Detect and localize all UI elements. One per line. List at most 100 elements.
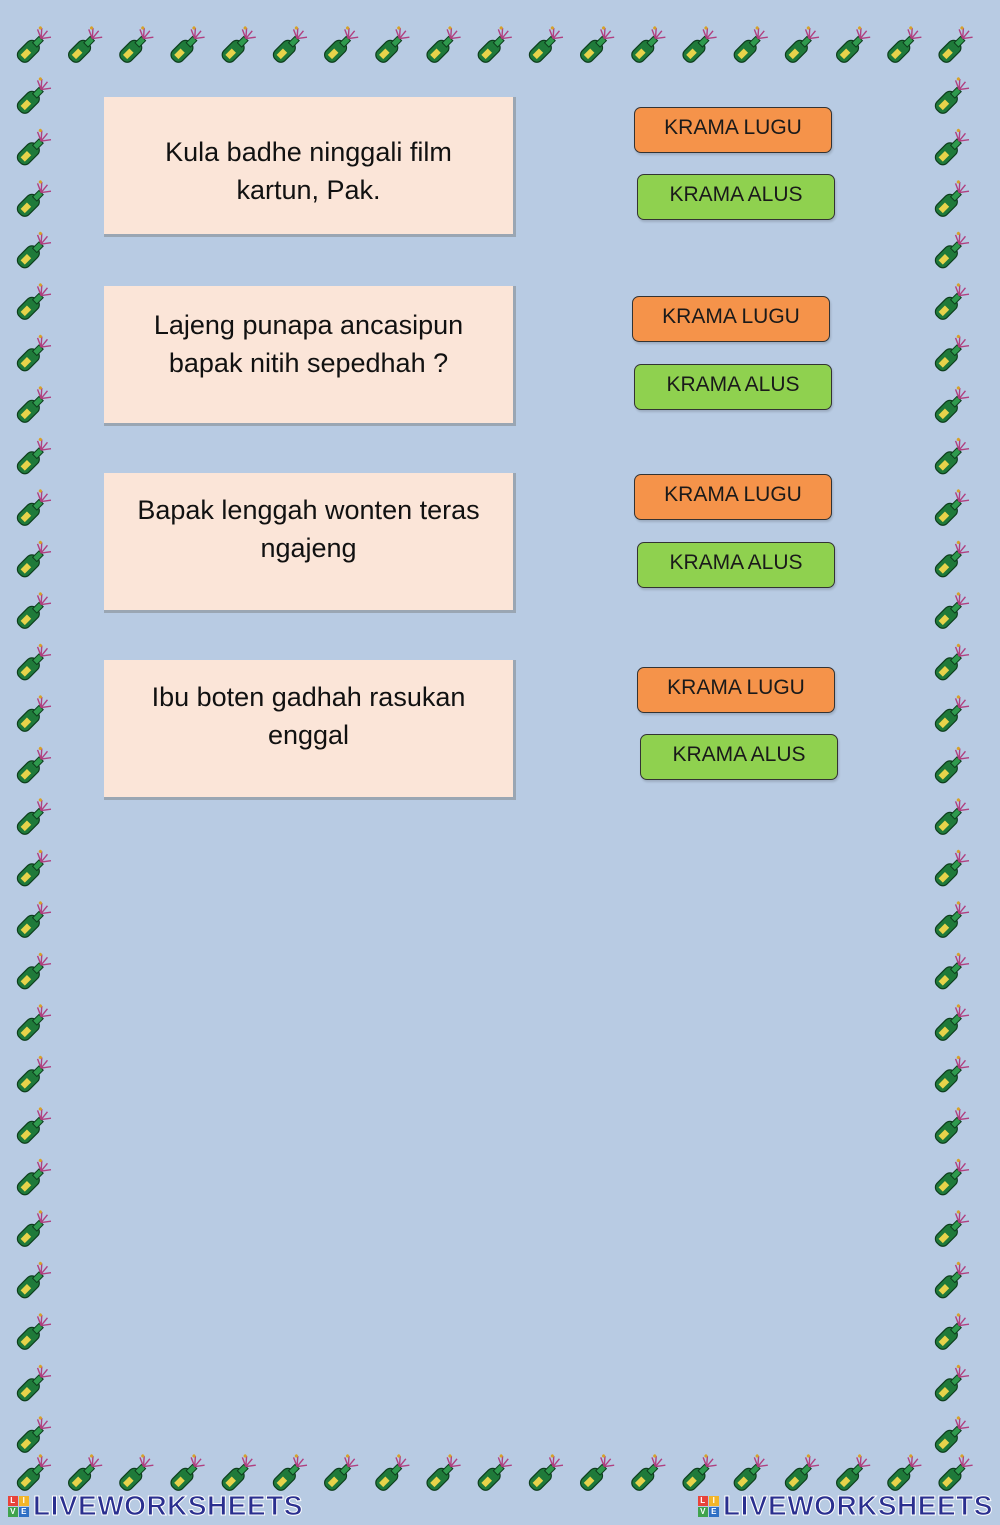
champagne-bottle-icon bbox=[930, 744, 972, 786]
champagne-bottle-icon bbox=[12, 693, 54, 735]
champagne-bottle-icon bbox=[930, 384, 972, 426]
champagne-bottle-icon bbox=[933, 1452, 976, 1494]
champagne-bottle-icon bbox=[12, 1259, 54, 1301]
champagne-bottle-icon bbox=[930, 641, 972, 683]
champagne-bottle-icon bbox=[930, 1105, 972, 1147]
champagne-bottle-icon bbox=[12, 1208, 54, 1250]
champagne-bottle-icon bbox=[12, 126, 54, 168]
champagne-bottle-icon bbox=[930, 1002, 972, 1044]
champagne-bottle-icon bbox=[524, 24, 566, 66]
krama-alus-button[interactable]: KRAMA ALUS bbox=[640, 734, 838, 780]
champagne-bottle-icon bbox=[268, 24, 310, 66]
champagne-bottle-icon bbox=[882, 24, 925, 66]
liveworksheets-logo: L I V E LIVEWORKSHEETS bbox=[698, 1490, 993, 1522]
champagne-bottle-icon bbox=[930, 1414, 972, 1456]
champagne-bottle-icon bbox=[930, 126, 972, 168]
champagne-bottle-icon bbox=[930, 1362, 972, 1404]
champagne-bottle-icon bbox=[831, 24, 874, 66]
champagne-bottle-icon bbox=[626, 24, 669, 66]
champagne-bottle-icon bbox=[370, 1452, 413, 1494]
krama-alus-button[interactable]: KRAMA ALUS bbox=[637, 542, 835, 588]
champagne-bottle-icon bbox=[12, 281, 54, 323]
champagne-bottle-icon bbox=[473, 1452, 515, 1494]
champagne-bottle-icon bbox=[12, 75, 54, 117]
champagne-bottle-icon bbox=[626, 1452, 669, 1494]
champagne-bottle-icon bbox=[930, 796, 972, 838]
champagne-bottle-icon bbox=[12, 950, 54, 992]
logo-letter: I bbox=[19, 1495, 29, 1506]
champagne-bottle-icon bbox=[165, 1452, 208, 1494]
champagne-bottle-icon bbox=[930, 538, 972, 580]
question-card-3: Bapak lenggah wonten teras ngajeng bbox=[104, 473, 516, 613]
champagne-bottle-icon bbox=[930, 1156, 972, 1198]
champagne-bottle-icon bbox=[421, 1452, 464, 1494]
liveworksheets-logo-icon: L I V E bbox=[698, 1495, 719, 1517]
champagne-bottle-icon bbox=[319, 24, 362, 66]
champagne-bottle-icon bbox=[12, 1156, 54, 1198]
champagne-bottle-icon bbox=[12, 744, 54, 786]
champagne-bottle-icon bbox=[12, 1414, 54, 1456]
krama-lugu-button[interactable]: KRAMA LUGU bbox=[632, 296, 830, 342]
krama-lugu-button[interactable]: KRAMA LUGU bbox=[637, 667, 835, 713]
champagne-bottle-icon bbox=[12, 384, 54, 426]
logo-letter: E bbox=[19, 1506, 29, 1517]
champagne-bottle-icon bbox=[930, 693, 972, 735]
champagne-bottle-icon bbox=[319, 1452, 362, 1494]
question-card-1: Kula badhe ninggali film kartun, Pak. bbox=[104, 97, 516, 237]
question-card-2: Lajeng punapa ancasipun bapak nitih sepe… bbox=[104, 286, 516, 426]
champagne-bottle-icon bbox=[12, 1053, 54, 1095]
champagne-bottle-icon bbox=[831, 1452, 874, 1494]
champagne-bottle-icon bbox=[780, 24, 822, 66]
liveworksheets-logo-icon: L I V E bbox=[8, 1495, 29, 1517]
champagne-bottle-icon bbox=[930, 1208, 972, 1250]
champagne-bottle-icon bbox=[930, 178, 972, 220]
champagne-bottle-icon bbox=[63, 24, 106, 66]
logo-letter: E bbox=[709, 1506, 719, 1517]
logo-letter: V bbox=[698, 1506, 708, 1517]
champagne-bottle-icon bbox=[575, 1452, 618, 1494]
champagne-bottle-icon bbox=[930, 75, 972, 117]
champagne-bottle-icon bbox=[12, 229, 54, 271]
champagne-bottle-icon bbox=[930, 1053, 972, 1095]
krama-alus-button[interactable]: KRAMA ALUS bbox=[634, 364, 832, 410]
champagne-bottle-icon bbox=[12, 590, 54, 632]
champagne-bottle-icon bbox=[421, 24, 464, 66]
champagne-bottle-icon bbox=[882, 1452, 925, 1494]
question-text: Lajeng punapa ancasipun bapak nitih sepe… bbox=[153, 310, 464, 378]
champagne-bottle-icon bbox=[729, 1452, 771, 1494]
krama-lugu-button[interactable]: KRAMA LUGU bbox=[634, 474, 832, 520]
question-text: Kula badhe ninggali film kartun, Pak. bbox=[165, 137, 452, 205]
logo-letter: I bbox=[709, 1495, 719, 1506]
champagne-bottle-icon bbox=[930, 590, 972, 632]
champagne-bottle-icon bbox=[217, 24, 259, 66]
champagne-bottle-icon bbox=[370, 24, 413, 66]
champagne-bottle-icon bbox=[930, 1311, 972, 1353]
champagne-bottle-icon bbox=[114, 1452, 157, 1494]
watermark-text: LIVEWORKSHEETS bbox=[33, 1490, 303, 1522]
champagne-bottle-icon bbox=[524, 1452, 566, 1494]
champagne-bottle-icon bbox=[930, 332, 972, 374]
krama-alus-button[interactable]: KRAMA ALUS bbox=[637, 174, 835, 220]
logo-letter: V bbox=[8, 1506, 18, 1517]
champagne-bottle-icon bbox=[12, 332, 54, 374]
question-text: Bapak lenggah wonten teras ngajeng bbox=[137, 495, 480, 563]
champagne-bottle-icon bbox=[12, 1362, 54, 1404]
champagne-bottle-icon bbox=[12, 487, 54, 529]
champagne-bottle-icon bbox=[12, 24, 54, 66]
krama-lugu-button[interactable]: KRAMA LUGU bbox=[634, 107, 832, 153]
champagne-bottle-icon bbox=[12, 1452, 54, 1494]
champagne-bottle-icon bbox=[12, 538, 54, 580]
champagne-bottle-icon bbox=[12, 1002, 54, 1044]
champagne-bottle-icon bbox=[12, 1311, 54, 1353]
champagne-bottle-icon bbox=[729, 24, 771, 66]
champagne-bottle-icon bbox=[12, 641, 54, 683]
champagne-bottle-icon bbox=[63, 1452, 106, 1494]
champagne-bottle-icon bbox=[12, 899, 54, 941]
champagne-bottle-icon bbox=[930, 487, 972, 529]
champagne-bottle-icon bbox=[930, 899, 972, 941]
champagne-bottle-icon bbox=[12, 1105, 54, 1147]
champagne-bottle-icon bbox=[930, 1259, 972, 1301]
question-text: Ibu boten gadhah rasukan enggal bbox=[151, 682, 466, 750]
champagne-bottle-icon bbox=[930, 950, 972, 992]
champagne-bottle-icon bbox=[930, 435, 972, 477]
